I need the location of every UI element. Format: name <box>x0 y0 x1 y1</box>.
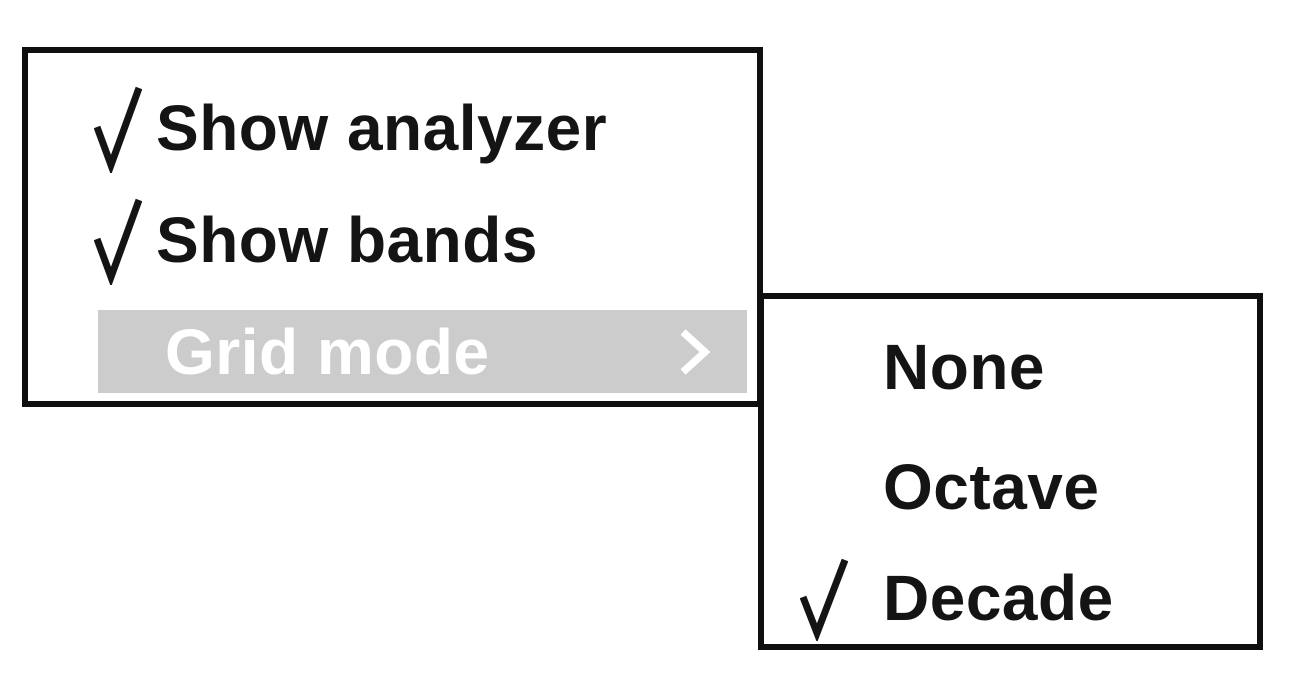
submenu-item-none[interactable]: None <box>764 321 1257 413</box>
menu-item-show-analyzer[interactable]: Show analyzer <box>28 82 757 174</box>
submenu-arrow-icon <box>680 328 710 376</box>
context-menu: Show analyzer Show bands Grid mode <box>22 47 763 407</box>
menu-item-label: Show analyzer <box>156 92 608 164</box>
menu-item-label: Grid mode <box>165 315 490 388</box>
checkmark-icon <box>94 83 156 173</box>
menu-item-show-bands[interactable]: Show bands <box>28 194 757 286</box>
menu-item-label: None <box>883 331 1045 403</box>
menu-item-label: Show bands <box>156 204 538 276</box>
menu-item-label: Decade <box>883 562 1114 634</box>
grid-mode-submenu: None Octave Decade <box>758 293 1263 650</box>
submenu-item-decade[interactable]: Decade <box>764 552 1257 644</box>
submenu-item-octave[interactable]: Octave <box>764 441 1257 533</box>
menu-item-grid-mode[interactable]: Grid mode <box>98 310 747 393</box>
menu-item-label: Octave <box>883 451 1100 523</box>
checkmark-icon <box>800 555 883 641</box>
checkmark-icon <box>94 195 156 285</box>
